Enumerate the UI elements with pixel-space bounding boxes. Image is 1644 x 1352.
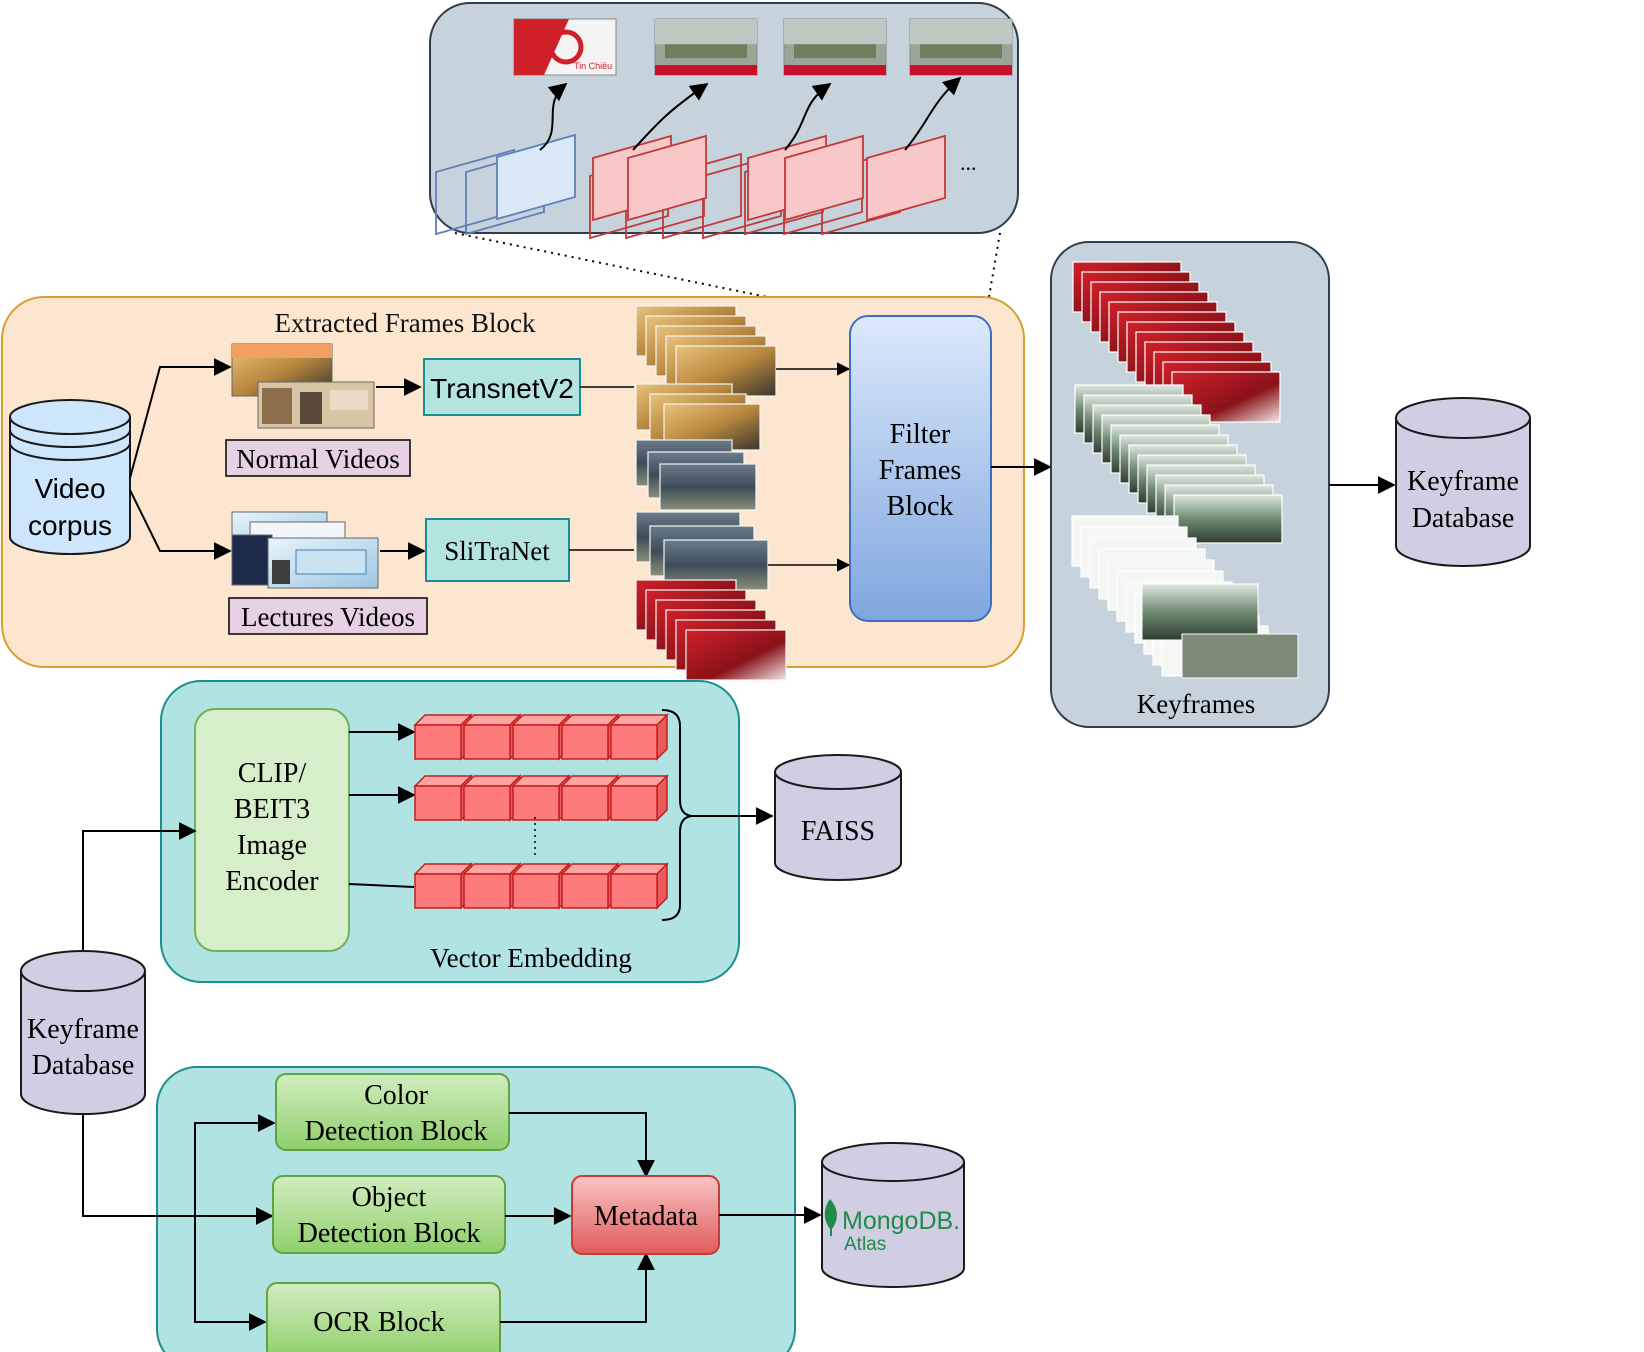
frame-stack-city: [635, 439, 757, 511]
shot-frame-red-b2: [784, 134, 864, 222]
shot-arrow-4: [904, 76, 962, 151]
slitranet-label: SliTraNet: [444, 536, 550, 566]
filter-frames-block: [849, 315, 992, 622]
zoom-line-right: [984, 232, 1001, 321]
normal-videos-label: Normal Videos: [236, 444, 400, 474]
faiss-cylinder: [774, 754, 902, 881]
vector-3-cube-1: [413, 862, 473, 910]
vector-3-cube-4: [560, 862, 620, 910]
lectures-videos-label: Lectures Videos: [241, 602, 415, 632]
shot-arrow-3: [784, 82, 832, 151]
vector-1-cube-3: [511, 713, 571, 761]
encoder-label-4: Encoder: [225, 866, 319, 897]
vector-3-cube-3: [511, 862, 571, 910]
video-corpus-label-1: Video: [34, 473, 105, 504]
arrow-db-color: [194, 1114, 276, 1216]
normal-videos-box: [225, 439, 411, 477]
shot-frame-red-a2: [627, 134, 707, 222]
video-corpus-cylinder: [9, 399, 131, 555]
metadata-label: Metadata: [594, 1201, 699, 1232]
shot-arrow-2: [632, 82, 709, 151]
vector-embedding-title: Vector Embedding: [430, 943, 632, 973]
vector-1-cube-2: [462, 713, 522, 761]
extracted-frame-stacks: [635, 305, 787, 681]
vector-3-cube-2: [462, 862, 522, 910]
slitranet-box: [425, 518, 570, 582]
transnetv2-box: [423, 358, 581, 416]
keyframe-stacks: [1071, 261, 1299, 679]
faiss-label: FAISS: [801, 816, 875, 847]
keyframes-title: Keyframes: [1137, 689, 1255, 719]
shot-thumbnails: Tin Chiều: [513, 18, 1013, 76]
vector-1-cube-5: [609, 713, 669, 761]
filter-label-1: Filter: [890, 419, 951, 450]
filter-label-2: Frames: [879, 455, 961, 486]
arrow-db-object: [82, 1114, 274, 1225]
video-corpus-label-2: corpus: [28, 510, 112, 541]
encoder-label-3: Image: [237, 830, 307, 861]
vector-1-cube-1: [413, 713, 473, 761]
keyframe-db-right-label-1: Keyframe: [1407, 466, 1519, 497]
zoom-line-left: [454, 232, 856, 316]
object-detection-label-1: Object: [352, 1182, 427, 1213]
thumbnail-logo: Tin Chiều: [513, 18, 617, 76]
object-detection-label-2: Detection Block: [298, 1218, 481, 1249]
mongodb-label: MongoDB.: [842, 1207, 960, 1235]
ocr-label: OCR Block: [313, 1307, 444, 1338]
keyframe-database-right: [1395, 397, 1531, 567]
mongodb-cylinder: [821, 1142, 965, 1288]
transnetv2-label: TransnetV2: [430, 373, 574, 404]
frame-stack-flyover: [635, 511, 769, 591]
color-detection-label-2: Detection Block: [305, 1116, 488, 1147]
object-detection-block: [272, 1175, 506, 1254]
arrow-corpus-lecture: [129, 489, 232, 560]
arrow-db-encoder: [82, 822, 197, 951]
keyframe-db-left-label-2: Database: [32, 1050, 135, 1081]
normal-video-thumbnails: [231, 343, 375, 429]
frame-stack-bridge: [635, 305, 777, 397]
arrow-db-ocr: [194, 1216, 267, 1331]
filter-label-3: Block: [887, 491, 954, 522]
vector-2-cube-2: [462, 774, 522, 822]
lecture-video-thumbnails: [231, 511, 379, 589]
keyframe-stack-building: [1074, 384, 1283, 544]
keyframe-db-right-label-2: Database: [1412, 503, 1515, 534]
mongodb-atlas-label: Atlas: [844, 1234, 886, 1255]
arrow-color-metadata: [509, 1112, 655, 1178]
extracted-frames-title: Extracted Frames Block: [275, 308, 536, 338]
shot-frame-red-outline-3: [662, 152, 742, 240]
frame-stack-studio: [635, 579, 787, 681]
shot-frame-red-c: [866, 134, 946, 222]
vector-3-cube-5: [609, 862, 669, 910]
vector-2-cube-4: [560, 774, 620, 822]
line-encoder-vector-3: [348, 883, 415, 888]
vector-2-cube-3: [511, 774, 571, 822]
thumbnail-logo-text: Tin Chiều: [574, 61, 612, 71]
thumbnail-scene-1: [654, 18, 758, 76]
embedding-vectors: [413, 713, 669, 910]
thumbnail-scene-3: [909, 18, 1013, 76]
encoder-label-1: CLIP/: [238, 758, 307, 789]
lectures-videos-box: [228, 597, 428, 635]
keyframe-last-scene: [1181, 633, 1299, 679]
shot-ellipsis: ...: [960, 150, 977, 175]
encoder-label-2: BEIT3: [234, 794, 310, 825]
shot-frames: [435, 76, 962, 240]
vector-1-cube-4: [560, 713, 620, 761]
keyframe-stack-news: [1072, 261, 1281, 423]
shot-arrow-1: [539, 82, 568, 151]
mongodb-leaf-icon: [824, 1199, 837, 1230]
keyframe-db-left-label-1: Keyframe: [27, 1014, 139, 1045]
arrow-ocr-metadata: [500, 1252, 655, 1323]
vector-2-cube-1: [413, 774, 473, 822]
keyframe-green-scene: [1141, 583, 1259, 641]
shot-frame-blue: [496, 133, 576, 221]
thumbnail-scene-2: [783, 18, 887, 76]
color-detection-label-1: Color: [364, 1080, 428, 1111]
vector-2-cube-5: [609, 774, 669, 822]
arrow-corpus-normal: [129, 358, 232, 479]
